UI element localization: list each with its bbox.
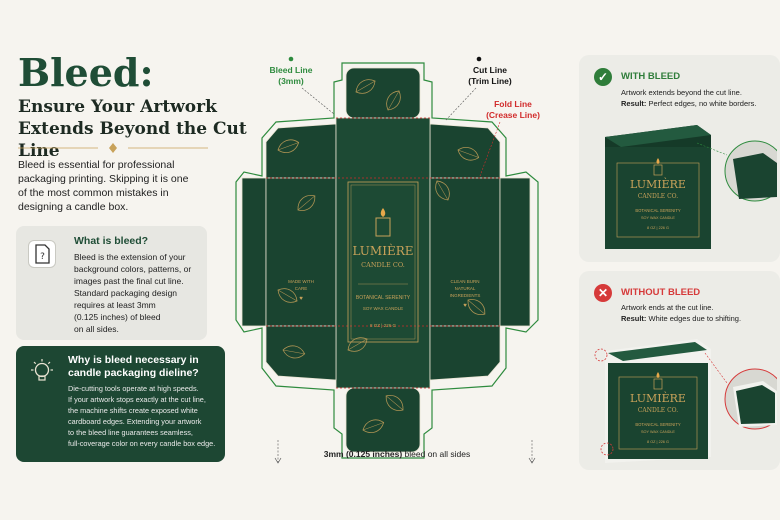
with-box-weight: 8 OZ | 226 G xyxy=(647,226,669,230)
body-line: background colors, patterns, or xyxy=(74,264,192,274)
with-bleed-panel: ✓ WITH BLEED Artwork extends beyond the … xyxy=(579,55,780,262)
bleed-line xyxy=(235,62,539,459)
intro-line: Bleed is essential for professional xyxy=(18,159,175,171)
top-dust-flap-left xyxy=(265,123,337,179)
glue-flap xyxy=(241,177,267,327)
body-line: If your artwork stops exactly at the cut… xyxy=(68,395,206,404)
fold-label-line2: (Crease Line) xyxy=(486,110,540,120)
lightbulb-icon xyxy=(28,358,56,386)
front-brand: LUMIÈRE xyxy=(352,243,413,258)
bottom-dimension-note: 3mm (0.125 inches) bleed on all sides xyxy=(324,449,470,459)
why-card-body: Die-cutting tools operate at high speeds… xyxy=(68,383,223,449)
page-subtitle: Ensure Your Artwork Extends Beyond the C… xyxy=(18,96,278,162)
with-box-sub: CANDLE CO. xyxy=(638,193,678,200)
without-box-weight: 8 OZ | 226 G xyxy=(647,440,669,444)
without-bleed-panel: ✕ WITHOUT BLEED Artwork ends at the cut … xyxy=(579,271,780,470)
intro-line: packaging printing. Skipping it is one xyxy=(18,173,189,185)
document-question-icon: ? xyxy=(28,240,56,268)
panel-result: Result: Perfect edges, no white borders. xyxy=(621,99,757,108)
title-line: Why is bleed necessary in xyxy=(68,354,199,366)
side-panel-left xyxy=(265,177,337,327)
panel-line: Artwork ends at the cut line. xyxy=(621,303,714,312)
cut-label-line1: Cut Line xyxy=(473,65,507,75)
top-tuck-flap xyxy=(345,67,421,119)
back-panel xyxy=(499,177,531,327)
candle-icon xyxy=(653,158,663,176)
with-box-brand: LUMIÈRE xyxy=(630,177,686,191)
bleed-label-line2: (3mm) xyxy=(278,76,304,86)
body-line: Bleed is the extension of your xyxy=(74,252,186,262)
right-side-line1: CLEAN BURN xyxy=(450,279,479,284)
body-line: full-coverage color on every candle box … xyxy=(68,439,216,448)
front-brand-sub: CANDLE CO. xyxy=(361,261,405,269)
what-card-title: What is bleed? xyxy=(74,235,149,247)
defect-marker xyxy=(594,348,608,362)
without-bleed-text: Artwork ends at the cut line. Result: Wh… xyxy=(621,302,776,324)
front-product-line2: SOY WAX CANDLE xyxy=(363,306,403,311)
cut-dot xyxy=(476,56,482,62)
without-box-line1: BOTANICAL SERENITY xyxy=(635,422,681,427)
body-line: requires at least 3mm xyxy=(74,300,156,310)
what-is-bleed-card: ? What is bleed? Bleed is the extension … xyxy=(16,226,207,340)
x-icon: ✕ xyxy=(594,284,612,302)
front-product-line1: BOTANICAL SERENITY xyxy=(356,295,411,301)
title-line: candle packaging dieline? xyxy=(68,367,199,379)
without-box-line2: SOY WAX CANDLE xyxy=(641,430,675,434)
heart-icon: ♥ xyxy=(463,303,467,309)
body-line: (0.125 inches) of bleed xyxy=(74,312,161,322)
candle-box-dieline: LUMIÈRE CANDLE CO. BOTANICAL SERENITY SO… xyxy=(235,56,540,464)
page-title: Bleed: xyxy=(18,50,154,95)
panel-line: Artwork extends beyond the cut line. xyxy=(621,88,742,97)
body-line: on all sides. xyxy=(74,324,119,334)
front-weight: 8 OZ | 226 G xyxy=(370,323,396,328)
body-line: Die-cutting tools operate at high speeds… xyxy=(68,384,199,393)
defect-marker xyxy=(600,442,614,456)
candle-icon xyxy=(375,208,391,237)
svg-text:?: ? xyxy=(40,252,45,262)
body-line: images past the final cut line. xyxy=(74,276,184,286)
why-bleed-card: Why is bleed necessary in candle packagi… xyxy=(16,346,225,462)
without-bleed-label: WITHOUT BLEED xyxy=(621,287,701,298)
why-card-title: Why is bleed necessary in candle packagi… xyxy=(68,354,199,380)
right-side-line2: NATURAL xyxy=(455,286,476,291)
body-line: cardboard edges. Extending your artwork xyxy=(68,417,202,426)
subtitle-line: Extends Beyond the Cut Line xyxy=(18,119,247,161)
with-box-line2: SOY WAX CANDLE xyxy=(641,216,675,220)
right-side-line3: INGREDIENTS xyxy=(450,293,481,298)
candle-icon xyxy=(653,372,663,390)
body-line: to the bleed line guarantees seamless, xyxy=(68,428,193,437)
left-side-line1: MADE WITH xyxy=(288,279,314,284)
bottom-dust-flap-right xyxy=(429,325,501,381)
divider-ornament xyxy=(18,143,208,153)
bottom-tuck-flap xyxy=(345,387,421,453)
panel-result: Result: White edges due to shifting. xyxy=(621,314,742,323)
intro-line: designing a candle box. xyxy=(18,201,129,213)
fold-label-line1: Fold Line xyxy=(494,99,532,109)
without-box-brand: LUMIÈRE xyxy=(630,391,686,405)
check-icon: ✓ xyxy=(594,68,612,86)
body-line: Standard packaging design xyxy=(74,288,178,298)
with-bleed-box-illustration: LUMIÈRE CANDLE CO. BOTANICAL SERENITY SO… xyxy=(605,125,777,249)
front-panel xyxy=(335,117,431,389)
without-bleed-box-illustration: LUMIÈRE CANDLE CO. BOTANICAL SERENITY SO… xyxy=(594,339,777,463)
what-card-body: Bleed is the extension of your backgroun… xyxy=(74,251,204,335)
cut-label-line2: (Trim Line) xyxy=(468,76,512,86)
with-bleed-text: Artwork extends beyond the cut line. Res… xyxy=(621,87,776,109)
left-side-line2: CARE xyxy=(295,286,308,291)
front-label-frame xyxy=(347,181,419,343)
with-bleed-label: WITH BLEED xyxy=(621,71,681,82)
bleed-label-line1: Bleed Line xyxy=(270,65,313,75)
bleed-dot xyxy=(288,56,294,62)
top-dust-flap-right xyxy=(429,123,501,179)
intro-line: of the most common mistakes in xyxy=(18,187,169,199)
subtitle-line: Ensure Your Artwork xyxy=(18,97,217,117)
body-line: the machine shifts create exposed white xyxy=(68,406,198,415)
intro-text: Bleed is essential for professional pack… xyxy=(18,158,218,214)
with-box-line1: BOTANICAL SERENITY xyxy=(635,208,681,213)
without-box-sub: CANDLE CO. xyxy=(638,407,678,414)
fold-lines xyxy=(266,117,500,389)
heart-icon: ♥ xyxy=(299,296,303,302)
